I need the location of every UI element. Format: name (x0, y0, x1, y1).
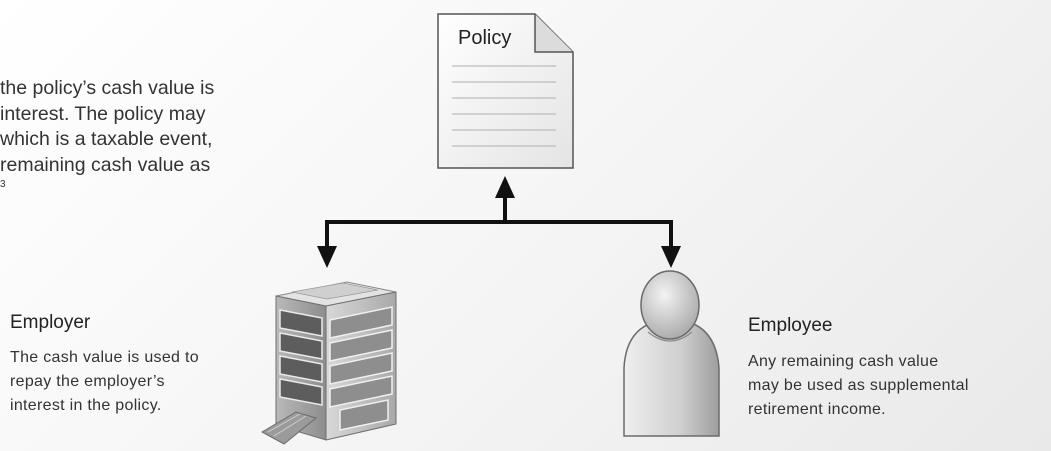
arrow-up-to-policy (495, 176, 515, 198)
intro-line: remaining cash value as (0, 153, 211, 176)
arrow-down-to-employer (317, 246, 337, 268)
employee-heading: Employee (748, 315, 833, 336)
employee-line: retirement income. (748, 401, 886, 418)
employer-line: repay the employer’s (10, 373, 165, 390)
employer-heading: Employer (10, 312, 91, 333)
employee-description: Any remaining cash value may be used as … (748, 350, 969, 422)
employer-description: The cash value is used to repay the empl… (10, 346, 199, 418)
footnote-marker: 3 (0, 179, 6, 190)
intro-line: the policy’s cash value is (0, 77, 215, 99)
arrow-down-to-employee (661, 246, 681, 268)
intro-line: interest. The policy may (0, 102, 206, 125)
intro-line: which is a taxable event, (0, 128, 213, 150)
policy-document-icon (437, 13, 574, 169)
intro-text-clip: the policy’s cash value is interest. The… (0, 76, 265, 216)
connector-arrows (317, 176, 681, 268)
office-building-icon (260, 281, 397, 445)
employee-person-icon (623, 270, 720, 437)
employee-line: Any remaining cash value (748, 353, 939, 370)
policy-label: Policy (458, 27, 511, 49)
intro-paragraph: the policy’s cash value is interest. The… (0, 76, 265, 192)
employer-line: interest in the policy. (10, 397, 162, 414)
employee-line: may be used as supplemental (748, 377, 969, 394)
employer-line: The cash value is used to (10, 349, 199, 366)
